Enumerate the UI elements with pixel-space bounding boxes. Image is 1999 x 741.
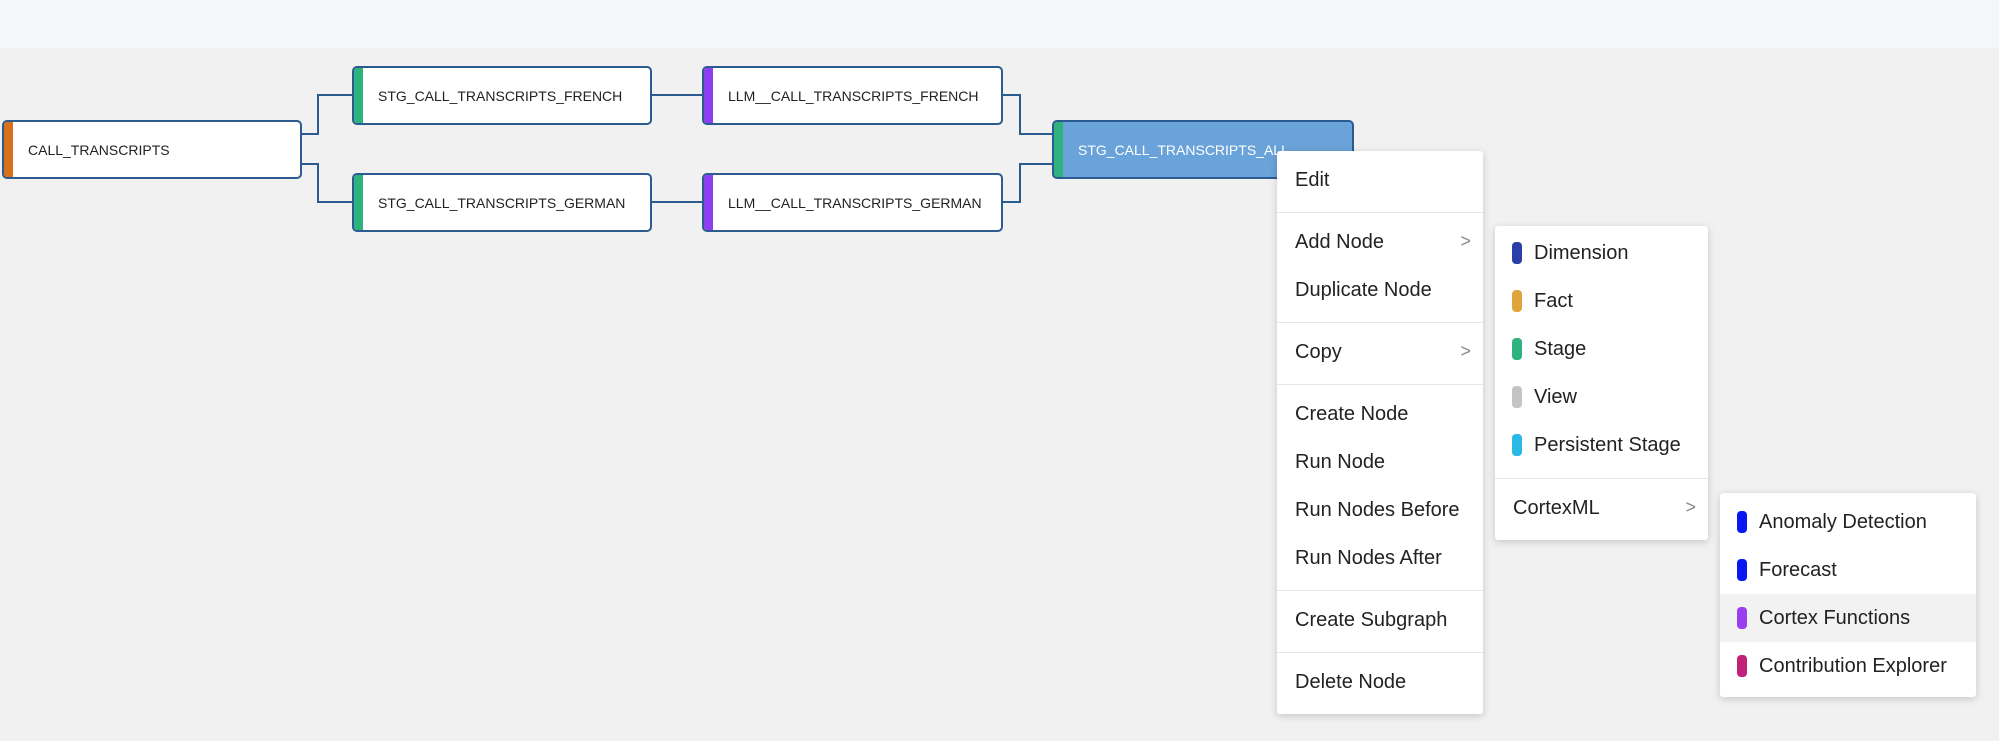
menu-item-create-node[interactable]: Create Node (1295, 402, 1409, 425)
submenu-item-dimension[interactable]: Dimension (1495, 229, 1708, 277)
menu-item-run-nodes-after[interactable]: Run Nodes After (1295, 546, 1442, 569)
menu-item-add-node[interactable]: Add Node > (1295, 230, 1471, 253)
menu-item-run-nodes-before[interactable]: Run Nodes Before (1295, 498, 1460, 521)
stage-color-icon (1512, 338, 1522, 360)
chevron-right-icon: > (1460, 231, 1471, 251)
view-color-icon (1512, 386, 1522, 408)
cortexml-submenu: Anomaly Detection Forecast Cortex Functi… (1720, 493, 1976, 697)
dimension-color-icon (1512, 242, 1522, 264)
contribution-explorer-color-icon (1737, 655, 1747, 677)
submenu-item-fact[interactable]: Fact (1495, 277, 1708, 325)
menu-divider (1277, 212, 1483, 213)
add-node-submenu: Dimension Fact Stage View Persistent Sta… (1495, 226, 1708, 540)
menu-item-copy[interactable]: Copy > (1295, 340, 1471, 363)
submenu-item-persistent-stage[interactable]: Persistent Stage (1495, 421, 1708, 469)
submenu-item-forecast[interactable]: Forecast (1720, 546, 1976, 594)
node-label: STG_CALL_TRANSCRIPTS_FRENCH (378, 87, 623, 104)
submenu-item-contribution-explorer[interactable]: Contribution Explorer (1720, 642, 1976, 690)
node-label: LLM__CALL_TRANSCRIPTS_FRENCH (728, 87, 979, 104)
menu-item-duplicate-node[interactable]: Duplicate Node (1295, 278, 1432, 301)
node-type-bar (704, 175, 713, 230)
chevron-right-icon: > (1685, 497, 1696, 517)
top-toolbar (0, 0, 1999, 48)
submenu-item-cortex-functions[interactable]: Cortex Functions (1720, 594, 1976, 642)
submenu-item-cortexml[interactable]: CortexML > (1513, 496, 1696, 519)
menu-divider (1277, 652, 1483, 653)
node-type-bar (354, 68, 363, 123)
anomaly-detection-color-icon (1737, 511, 1747, 533)
node-context-menu: Edit Add Node > Duplicate Node Copy > Cr… (1277, 151, 1483, 714)
menu-item-create-subgraph[interactable]: Create Subgraph (1295, 608, 1448, 631)
submenu-item-view[interactable]: View (1495, 373, 1708, 421)
node-label: STG_CALL_TRANSCRIPTS_GERMAN (378, 194, 626, 211)
fact-color-icon (1512, 290, 1522, 312)
node-call-transcripts[interactable]: CALL_TRANSCRIPTS (2, 120, 302, 179)
submenu-item-anomaly-detection[interactable]: Anomaly Detection (1720, 498, 1976, 546)
node-stg-call-transcripts-french[interactable]: STG_CALL_TRANSCRIPTS_FRENCH (352, 66, 652, 125)
menu-divider (1495, 478, 1708, 479)
node-type-bar (1054, 122, 1063, 177)
menu-divider (1277, 322, 1483, 323)
chevron-right-icon: > (1460, 341, 1471, 361)
node-type-bar (704, 68, 713, 123)
node-label: LLM__CALL_TRANSCRIPTS_GERMAN (728, 194, 982, 211)
menu-item-edit[interactable]: Edit (1295, 168, 1330, 191)
node-label: STG_CALL_TRANSCRIPTS_ALL (1078, 141, 1289, 158)
node-stg-call-transcripts-german[interactable]: STG_CALL_TRANSCRIPTS_GERMAN (352, 173, 652, 232)
node-label: CALL_TRANSCRIPTS (28, 141, 170, 158)
submenu-item-stage[interactable]: Stage (1495, 325, 1708, 373)
menu-item-delete-node[interactable]: Delete Node (1295, 670, 1407, 693)
node-type-bar (4, 122, 13, 177)
menu-divider (1277, 590, 1483, 591)
node-llm-call-transcripts-french[interactable]: LLM__CALL_TRANSCRIPTS_FRENCH (702, 66, 1003, 125)
menu-divider (1277, 384, 1483, 385)
persistent-stage-color-icon (1512, 434, 1522, 456)
cortex-functions-color-icon (1737, 607, 1747, 629)
menu-item-run-node[interactable]: Run Node (1295, 450, 1386, 473)
forecast-color-icon (1737, 559, 1747, 581)
node-llm-call-transcripts-german[interactable]: LLM__CALL_TRANSCRIPTS_GERMAN (702, 173, 1003, 232)
node-type-bar (354, 175, 363, 230)
